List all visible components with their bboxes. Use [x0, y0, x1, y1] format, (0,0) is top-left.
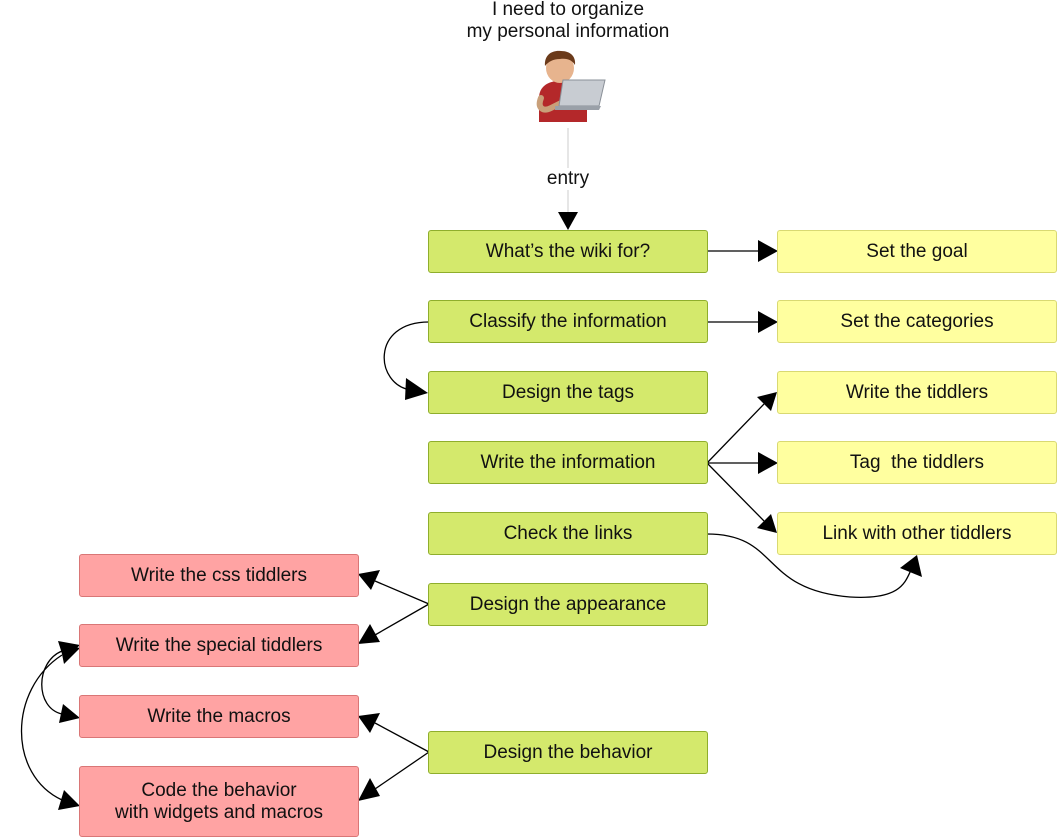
- edge-appearance-to-css-arrowhead: [358, 570, 380, 590]
- edge-special-code-arrowhead-top: [60, 644, 80, 664]
- step-design-appearance: Design the appearance: [428, 583, 708, 626]
- edge-write-info-to-write-tiddlers-arrowhead: [757, 392, 777, 411]
- edge-behavior-to-macros-arrowhead: [358, 713, 380, 733]
- special-code-behavior: Code the behavior with widgets and macro…: [79, 766, 359, 837]
- edge-classify-to-set-categories-arrowhead: [758, 311, 778, 333]
- step-write-info: Write the information: [428, 441, 708, 484]
- result-set-categories: Set the categories: [777, 300, 1057, 343]
- edge-write-info-to-link-tiddlers: [706, 462, 765, 522]
- edge-special-code-arrowhead-bottom: [58, 790, 80, 810]
- edge-appearance-to-special: [374, 603, 430, 636]
- result-link-tiddlers: Link with other tiddlers: [777, 512, 1057, 555]
- edge-behavior-to-macros: [374, 722, 430, 753]
- edge-appearance-to-css: [374, 580, 430, 605]
- edge-special-macros-arrowhead-bottom: [59, 704, 80, 723]
- edge-special-macros-loop: [41, 650, 63, 715]
- edge-check-links-to-link-tiddlers-arrowhead: [900, 555, 922, 577]
- edge-check-links-to-link-tiddlers: [706, 533, 912, 598]
- step-classify: Classify the information: [428, 300, 708, 343]
- edge-write-info-to-write-tiddlers: [706, 403, 765, 464]
- edge-behavior-to-code-arrowhead: [358, 778, 380, 801]
- result-tag-tiddlers: Tag the tiddlers: [777, 441, 1057, 484]
- special-macros: Write the macros: [79, 695, 359, 738]
- edge-wiki-for-to-set-goal-arrowhead: [758, 240, 778, 262]
- step-check-links: Check the links: [428, 512, 708, 555]
- step-wiki-for: What’s the wiki for?: [428, 230, 708, 273]
- edge-classify-to-design-tags-arrowhead: [405, 378, 428, 400]
- edge-appearance-to-special-arrowhead: [358, 624, 380, 644]
- edge-behavior-to-code: [374, 751, 430, 790]
- step-design-tags: Design the tags: [428, 371, 708, 414]
- edge-special-code-loop: [21, 654, 63, 801]
- diagram-title: I need to organize my personal informati…: [466, 0, 670, 42]
- special-special-tiddlers: Write the special tiddlers: [79, 624, 359, 667]
- edge-classify-to-design-tags: [383, 321, 430, 391]
- special-css-tiddlers: Write the css tiddlers: [79, 554, 359, 597]
- entry-arrowhead: [558, 212, 578, 230]
- edge-write-info-to-tag-tiddlers-arrowhead: [758, 452, 778, 474]
- result-write-tiddlers: Write the tiddlers: [777, 371, 1057, 414]
- user-with-laptop-icon: [536, 50, 606, 122]
- entry-label: entry: [530, 168, 606, 190]
- result-set-goal: Set the goal: [777, 230, 1057, 273]
- edge-write-info-to-link-tiddlers-arrowhead: [757, 514, 777, 533]
- step-design-behavior: Design the behavior: [428, 731, 708, 774]
